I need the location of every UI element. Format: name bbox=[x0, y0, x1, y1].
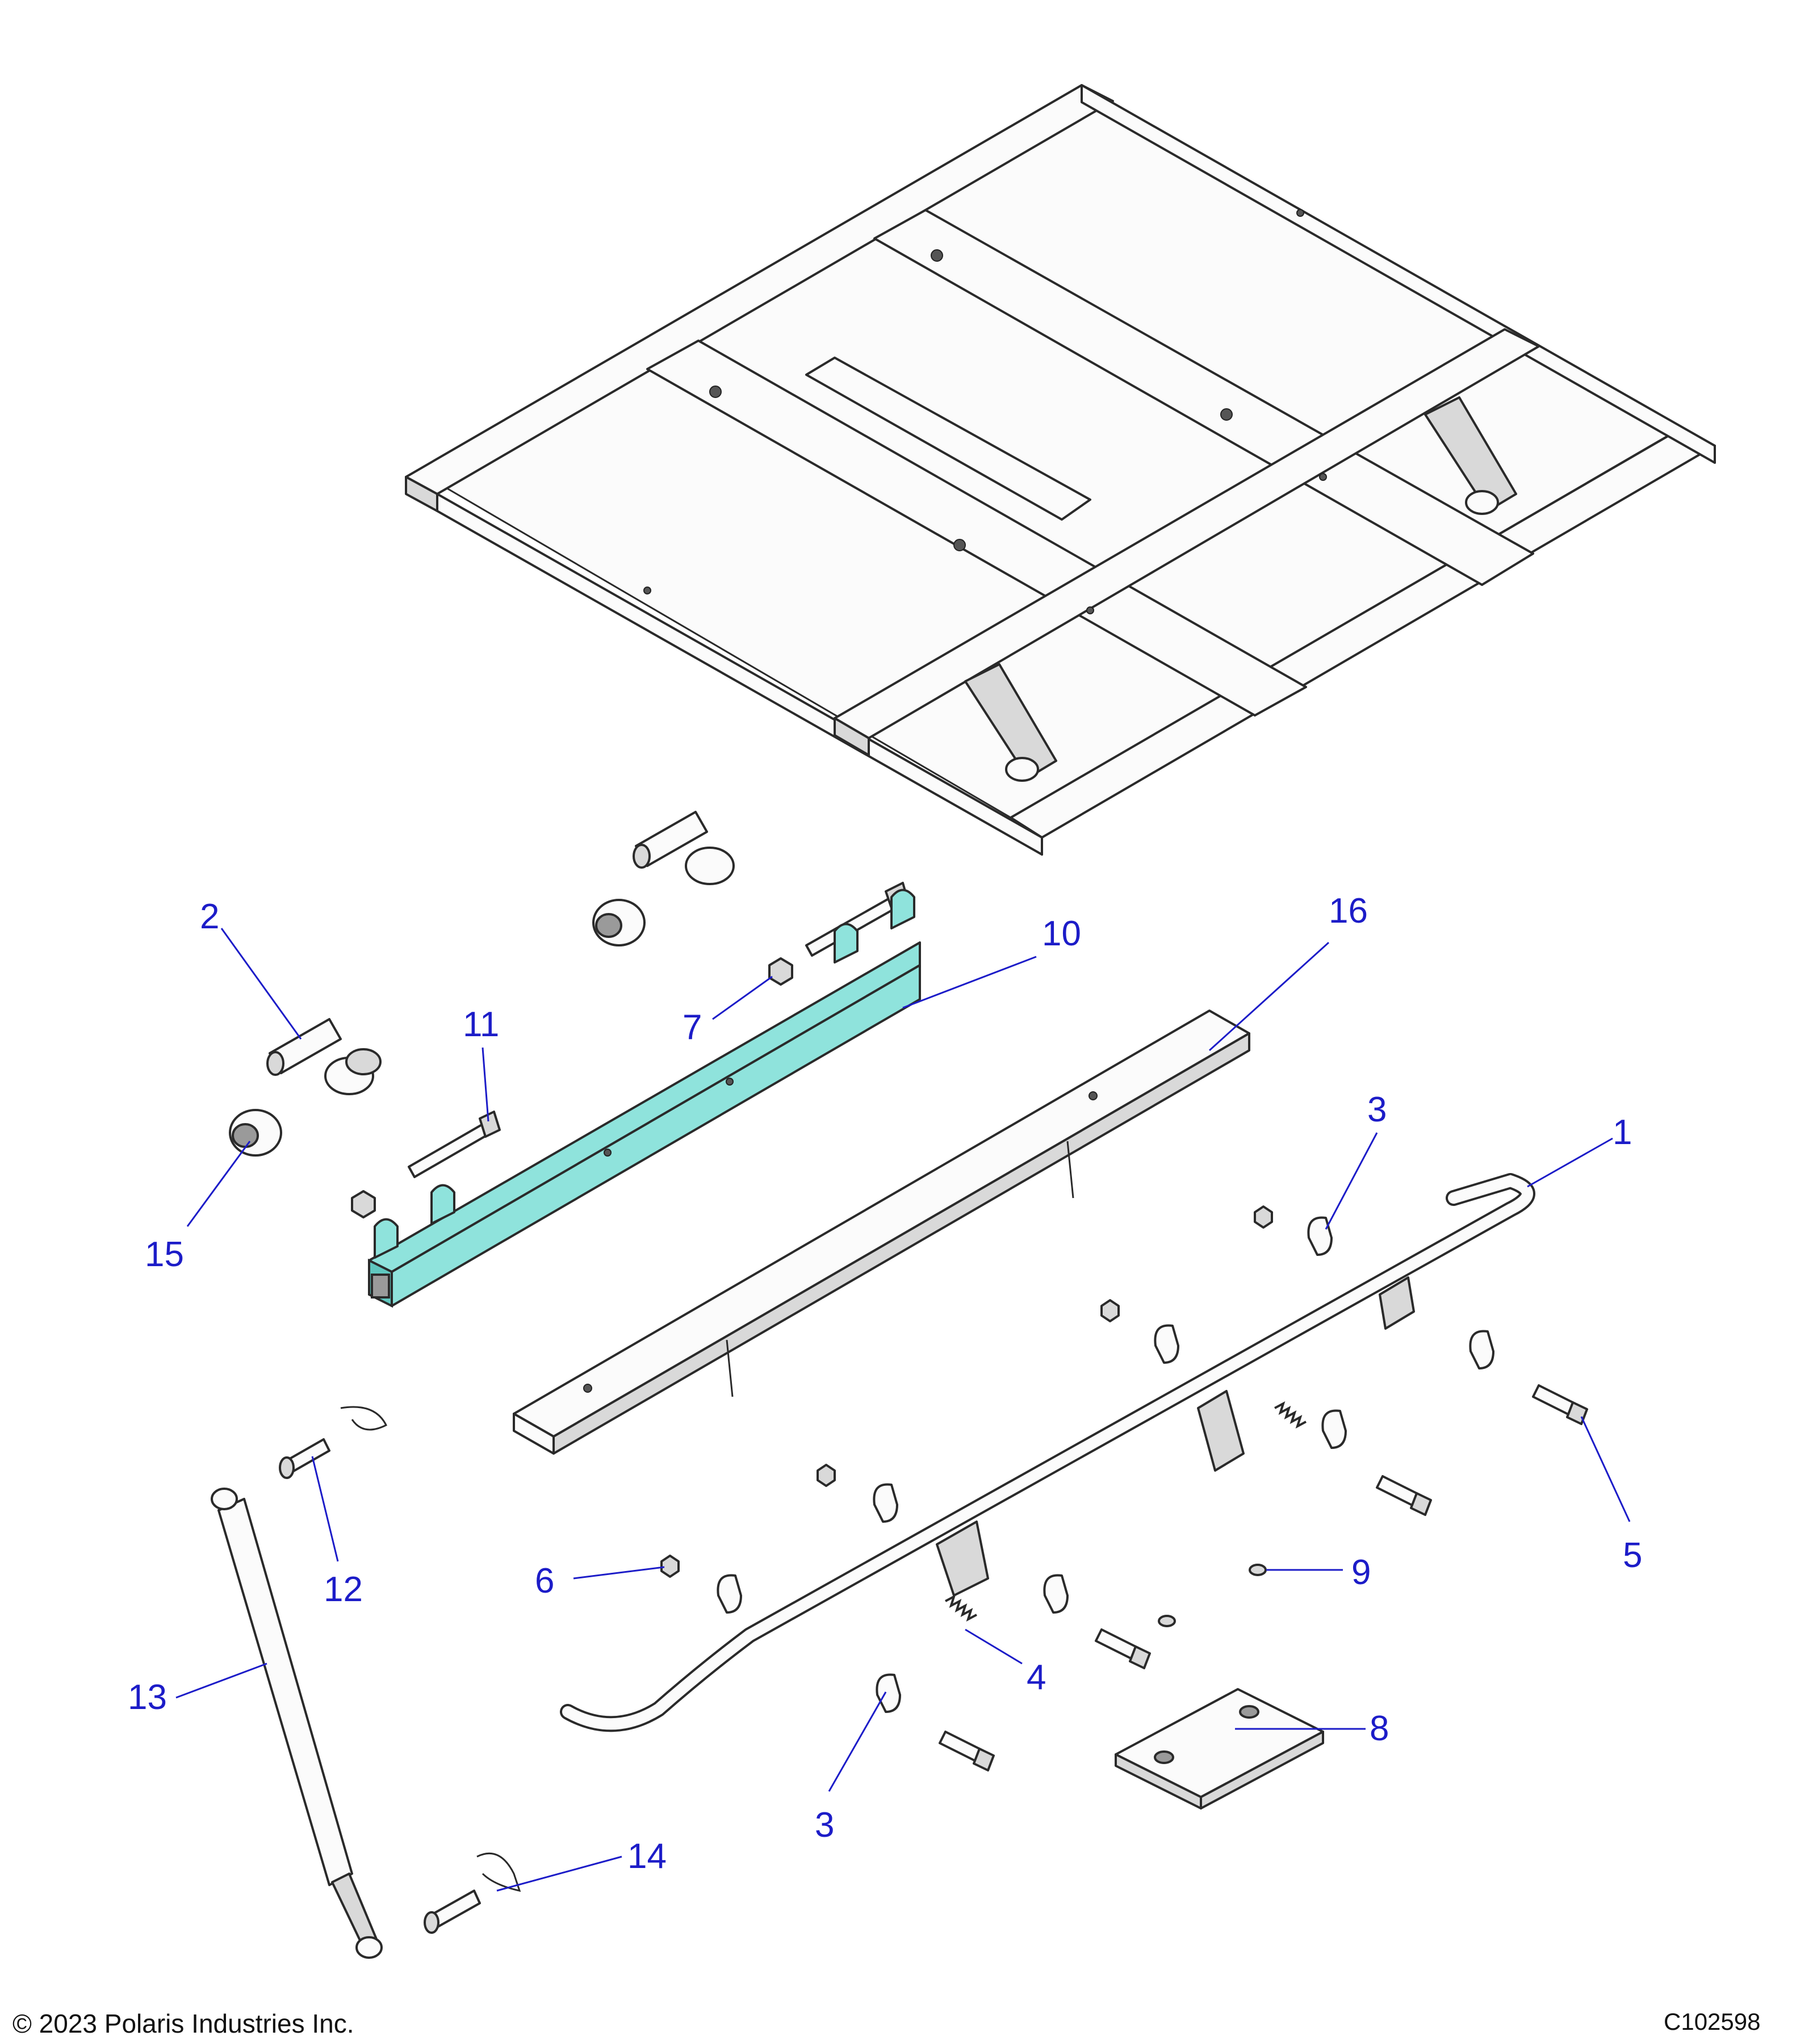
callout-2: 2 bbox=[200, 897, 219, 936]
leader-2 bbox=[220, 928, 302, 1040]
clamp-left bbox=[717, 1574, 742, 1614]
pin-part-14 bbox=[424, 1852, 521, 1934]
leader-11 bbox=[482, 1047, 489, 1122]
leader-4 bbox=[965, 1628, 1023, 1665]
leader-16 bbox=[1208, 941, 1330, 1052]
callout-5: 5 bbox=[1623, 1536, 1642, 1575]
bolt-mid-right bbox=[1376, 1475, 1432, 1516]
leader-14 bbox=[496, 1855, 622, 1892]
gas-strut-part-13 bbox=[211, 1488, 383, 1959]
latch-rod-part-1 bbox=[560, 1173, 1535, 1732]
bed-frame bbox=[405, 84, 1716, 856]
leader-3b bbox=[828, 1691, 887, 1792]
bushing-part-15 bbox=[229, 1109, 282, 1157]
clamp-lower-center bbox=[1043, 1574, 1069, 1614]
bolt-lower-left bbox=[939, 1731, 995, 1771]
callout-13: 13 bbox=[128, 1678, 167, 1717]
clamp-part-3-upper bbox=[1254, 1205, 1333, 1256]
nut-part-7 bbox=[768, 957, 793, 986]
leader-5 bbox=[1580, 1416, 1631, 1522]
callout-labels: 1 2 3 3 4 5 6 7 8 9 10 11 12 13 14 15 16 bbox=[128, 891, 1642, 1876]
leader-12 bbox=[311, 1456, 339, 1562]
diagram-code: C102598 bbox=[1664, 2008, 1760, 2035]
callout-16: 16 bbox=[1329, 891, 1368, 931]
callout-4: 4 bbox=[1027, 1658, 1046, 1697]
leader-6 bbox=[573, 1566, 665, 1580]
callout-12: 12 bbox=[324, 1570, 363, 1609]
leader-13 bbox=[175, 1662, 267, 1699]
bolt-lower-mid bbox=[1095, 1628, 1151, 1669]
clamp-mid bbox=[1100, 1299, 1179, 1364]
callout-1: 1 bbox=[1613, 1113, 1632, 1152]
nut-part-6 bbox=[660, 1555, 680, 1578]
leader-10 bbox=[902, 956, 1037, 1009]
spring-part-4 bbox=[945, 1401, 1307, 1622]
clevis-pin-part-12 bbox=[279, 1406, 388, 1479]
callout-7: 7 bbox=[683, 1008, 702, 1047]
clamp-lower-left bbox=[817, 1464, 898, 1523]
pin-part-2 bbox=[266, 1018, 342, 1076]
callout-9: 9 bbox=[1351, 1553, 1371, 1592]
bushing-upper-left bbox=[324, 1048, 382, 1095]
callout-3b: 3 bbox=[815, 1806, 834, 1845]
channel-bracket-part-10 bbox=[368, 889, 921, 1308]
callout-6: 6 bbox=[535, 1561, 554, 1601]
leader-7 bbox=[712, 975, 773, 1020]
clamp-center bbox=[1321, 1409, 1347, 1449]
clamp-right bbox=[1469, 1330, 1494, 1369]
callout-10: 10 bbox=[1042, 914, 1081, 953]
bolt-part-11 bbox=[408, 1111, 501, 1178]
callout-15: 15 bbox=[145, 1235, 184, 1274]
leader-1 bbox=[1527, 1137, 1613, 1188]
pin-upper bbox=[592, 811, 735, 946]
nut-left bbox=[351, 1190, 376, 1218]
callout-3a: 3 bbox=[1367, 1090, 1387, 1129]
callout-11: 11 bbox=[463, 1005, 499, 1044]
callout-14: 14 bbox=[627, 1837, 667, 1876]
screw-part-9 bbox=[1158, 1564, 1267, 1627]
callout-leaders bbox=[175, 928, 1631, 1892]
clamp-part-3-lower bbox=[876, 1673, 901, 1713]
callout-8: 8 bbox=[1370, 1709, 1389, 1748]
leader-15 bbox=[186, 1141, 251, 1227]
angle-rail-part-16 bbox=[513, 1010, 1250, 1455]
copyright-text: © 2023 Polaris Industries Inc. bbox=[12, 2009, 354, 2038]
plate-part-8 bbox=[1115, 1688, 1324, 1810]
leader-3a bbox=[1325, 1132, 1378, 1230]
bolt-part-5 bbox=[1532, 1384, 1588, 1425]
